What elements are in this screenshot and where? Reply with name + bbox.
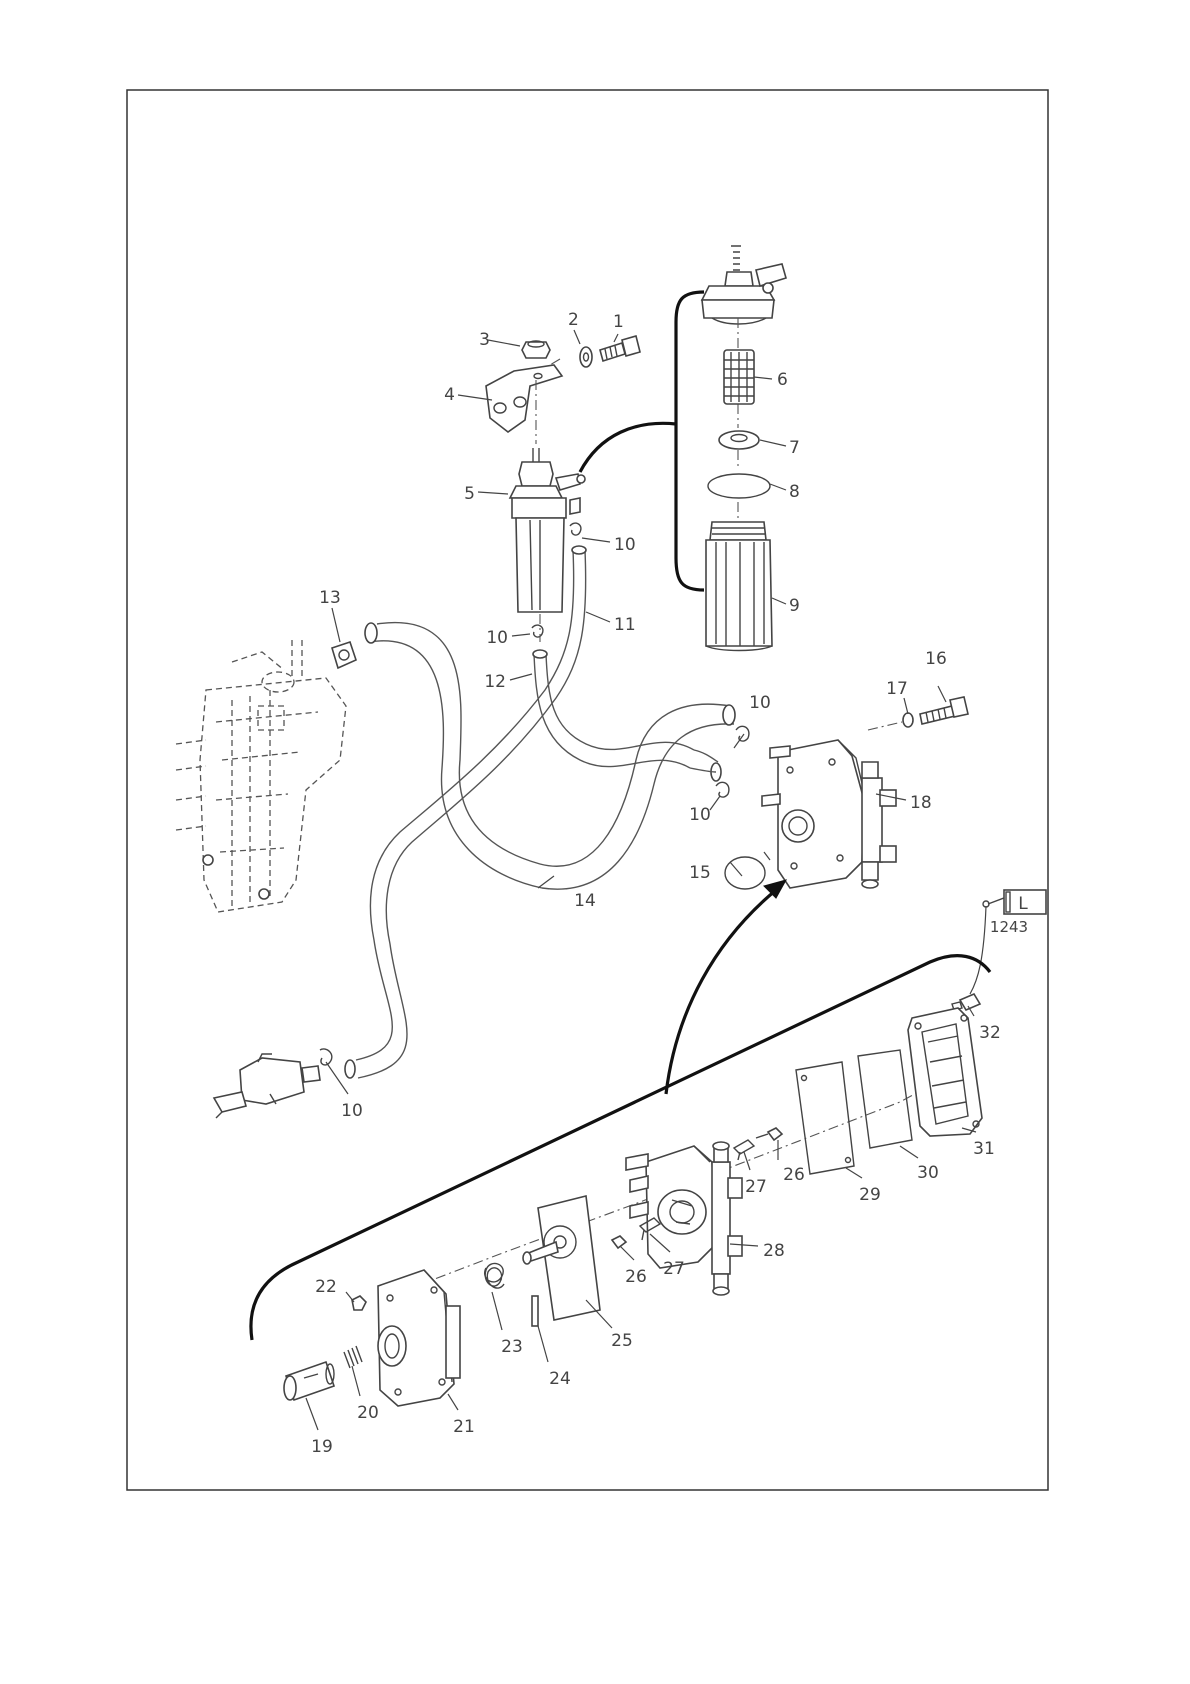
callout-18: 18: [910, 793, 932, 813]
lower-link-arrow-line: [666, 890, 776, 1094]
callout-28: 28: [763, 1241, 785, 1261]
callout-27-upper: 27: [745, 1177, 767, 1197]
callout-27-lower: 27: [663, 1259, 685, 1279]
callout-21: 21: [453, 1417, 475, 1437]
callout-7: 7: [789, 438, 800, 458]
callout-13: 13: [319, 588, 341, 608]
part-1-screw: [600, 336, 640, 361]
part-14-long-hose: [365, 623, 735, 890]
part-10-clip-pump-upper: [736, 726, 749, 741]
part-18-fuel-pump-assembled: [762, 740, 896, 888]
part-31-cover: [908, 1008, 982, 1136]
callout-2: 2: [568, 310, 579, 330]
part-20-spring: [344, 1346, 362, 1368]
part-7-spacer: [719, 431, 759, 449]
part-30-diaphragm: [858, 1050, 912, 1148]
carburetor-assembly: [176, 640, 346, 912]
callout-10-filter-bottom: 10: [486, 628, 508, 648]
part-26-screw-upper: [756, 1128, 782, 1140]
link-arrow-head: [764, 880, 786, 898]
callout-11: 11: [614, 615, 636, 635]
detail-group-bracket: [676, 292, 704, 590]
fuel-connector: [214, 1054, 320, 1118]
part-26-screw-lower: [612, 1236, 626, 1248]
part-29-gasket: [796, 1062, 854, 1174]
lower-group-bracket: [251, 956, 990, 1340]
callout-4: 4: [444, 385, 455, 405]
callout-6: 6: [777, 370, 788, 390]
axis-pump-screw: [868, 722, 902, 730]
part-8-o-ring: [708, 474, 770, 498]
callout-10-pump-lower: 10: [689, 805, 711, 825]
callout-1: 1: [613, 312, 624, 332]
part-27-check-valve-upper: [734, 1140, 754, 1160]
part-12-hose: [533, 650, 721, 781]
loctite-number: 1243: [990, 918, 1028, 936]
callout-24: 24: [549, 1369, 571, 1389]
part-10-clip-upper: [570, 523, 581, 535]
callout-3: 3: [479, 330, 490, 350]
loctite-symbol: L 1243: [970, 890, 1046, 994]
part-3-nut: [522, 341, 550, 358]
part-21-pump-base: [378, 1270, 460, 1406]
detail-link-line: [580, 423, 676, 472]
callout-8: 8: [789, 482, 800, 502]
callout-17: 17: [886, 679, 908, 699]
part-10-clip-pump-lower: [716, 782, 729, 797]
callout-10-pump-upper: 10: [749, 693, 771, 713]
callout-14: 14: [574, 891, 596, 911]
callout-15: 15: [689, 863, 711, 883]
callout-31: 31: [973, 1139, 995, 1159]
part-23-spring: [485, 1263, 504, 1288]
callout-10-filter-top: 10: [614, 535, 636, 555]
part-4-bracket: [486, 365, 562, 432]
part-22-nut: [352, 1296, 366, 1310]
callout-26-lower: 26: [625, 1267, 647, 1287]
part-17-washer: [903, 713, 913, 727]
callout-30: 30: [917, 1163, 939, 1183]
part-2-washer: [580, 347, 592, 367]
callout-10-connector: 10: [341, 1101, 363, 1121]
part-11-hose: [345, 546, 586, 1078]
callout-9: 9: [789, 596, 800, 616]
callout-12: 12: [484, 672, 506, 692]
part-16-screw: [920, 697, 968, 724]
callout-32: 32: [979, 1023, 1001, 1043]
part-6-filter-element: [724, 350, 754, 404]
part-24-pin: [532, 1296, 538, 1326]
callout-29: 29: [859, 1185, 881, 1205]
callout-16: 16: [925, 649, 947, 669]
part-9-filter-cup: [706, 522, 772, 651]
part-15-diaphragm-seal: [725, 857, 765, 889]
part-19-plunger: [284, 1362, 334, 1400]
callout-26-upper: 26: [783, 1165, 805, 1185]
callout-23: 23: [501, 1337, 523, 1357]
part-10-clip-lower: [532, 625, 543, 637]
callout-20: 20: [357, 1403, 379, 1423]
loctite-letter: L: [1018, 894, 1028, 914]
callout-19: 19: [311, 1437, 333, 1457]
part-13-hose-fitting: [332, 642, 356, 668]
callout-25: 25: [611, 1331, 633, 1351]
callout-5: 5: [464, 484, 475, 504]
part-filter-cap-detail: [702, 246, 786, 324]
callout-22: 22: [315, 1277, 337, 1297]
